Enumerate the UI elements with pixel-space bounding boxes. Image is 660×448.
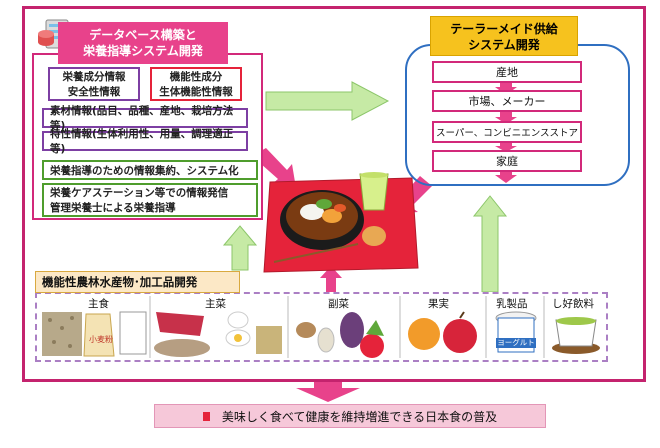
yogurt-label: ヨーグルト [496, 338, 536, 348]
functional-component-label: 機能性成分 [169, 71, 223, 83]
material-info-label: 素材情報(品目、品種、産地、栽培方法等) [50, 105, 234, 132]
staple-food-icon [42, 311, 147, 357]
green-arrow-up-left [222, 225, 258, 271]
tm-step-home: 家庭 [432, 150, 582, 172]
database-title-line1: データベース構築と [89, 28, 197, 42]
property-info-box: 特性情報(生体利用性、用量、調理適正等) [42, 128, 248, 155]
nutrition-info-label: 栄養成分情報 [62, 71, 126, 83]
functional-info-box: 機能性成分 生体機能性情報 [150, 67, 242, 101]
dissemination-label-line1: 栄養ケアステーション等での情報発信 [50, 187, 229, 199]
green-arrow-right [265, 81, 390, 121]
bullet-mark [202, 411, 210, 421]
category-staple: 主食 [88, 298, 109, 310]
tm-flow-arrow-3 [495, 142, 517, 152]
bottom-arrow-down [296, 382, 360, 402]
database-title-line2: 栄養指導システム開発 [83, 44, 203, 58]
tailor-made-title-line1: テーラーメイド供給 [450, 22, 558, 36]
category-main-dish: 主菜 [205, 298, 226, 310]
category-side-dish: 副菜 [328, 298, 349, 310]
tailor-made-title-line2: システム開発 [468, 38, 540, 52]
tailor-made-title: テーラーメイド供給 システム開発 [430, 16, 578, 56]
tea-cup-icon [552, 317, 600, 354]
dissemination-label-line2: 管理栄養士による栄養指導 [50, 202, 176, 214]
nutrition-info-box: 栄養成分情報 安全性情報 [48, 67, 140, 101]
tm-step-store: スーパー、コンビニエンスストア [432, 121, 582, 143]
database-title: データベース構築と 栄養指導システム開発 [58, 22, 228, 64]
tm-flow-arrow-1 [495, 82, 517, 95]
tm-flow-arrow-2 [495, 111, 517, 124]
yogurt-icon [495, 311, 537, 353]
bio-function-info-label: 生体機能性情報 [159, 86, 233, 98]
property-info-label: 特性情報(生体利用性、用量、調理適正等) [50, 128, 234, 155]
fruit-icon [408, 311, 477, 353]
agri-products-title: 機能性農林水産物･加工品開発 [35, 271, 240, 293]
category-fruit: 果実 [428, 298, 449, 310]
safety-info-label: 安全性情報 [67, 86, 121, 98]
conclusion-banner: 美味しく食べて健康を維持増進できる日本食の普及 [154, 404, 546, 428]
pink-arrow-db-to-meal [252, 148, 296, 188]
japanese-meal-illustration [263, 172, 419, 273]
main-dish-icon [154, 311, 282, 357]
green-arrow-up-right [472, 195, 508, 293]
tm-step-origin: 産地 [432, 61, 582, 83]
side-dish-icon [296, 312, 384, 358]
banner-text: 美味しく食べて健康を維持増進できる日本食の普及 [221, 409, 498, 424]
flour-bag-label: 小麦粉 [89, 335, 113, 344]
tm-step-market: 市場、メーカー [432, 90, 582, 112]
material-info-box: 素材情報(品目、品種、産地、栽培方法等) [42, 105, 248, 132]
category-beverage: し好飲料 [552, 298, 594, 310]
systemization-label: 栄養指導のための情報集約、システム化 [50, 164, 239, 177]
pink-arrow-bottom-to-meal [320, 266, 342, 292]
dissemination-box: 栄養ケアステーション等での情報発信 管理栄養士による栄養指導 [42, 183, 258, 217]
tm-flow-arrow-4 [495, 171, 517, 183]
systemization-box: 栄養指導のための情報集約、システム化 [42, 160, 258, 180]
category-dairy: 乳製品 [496, 298, 528, 310]
